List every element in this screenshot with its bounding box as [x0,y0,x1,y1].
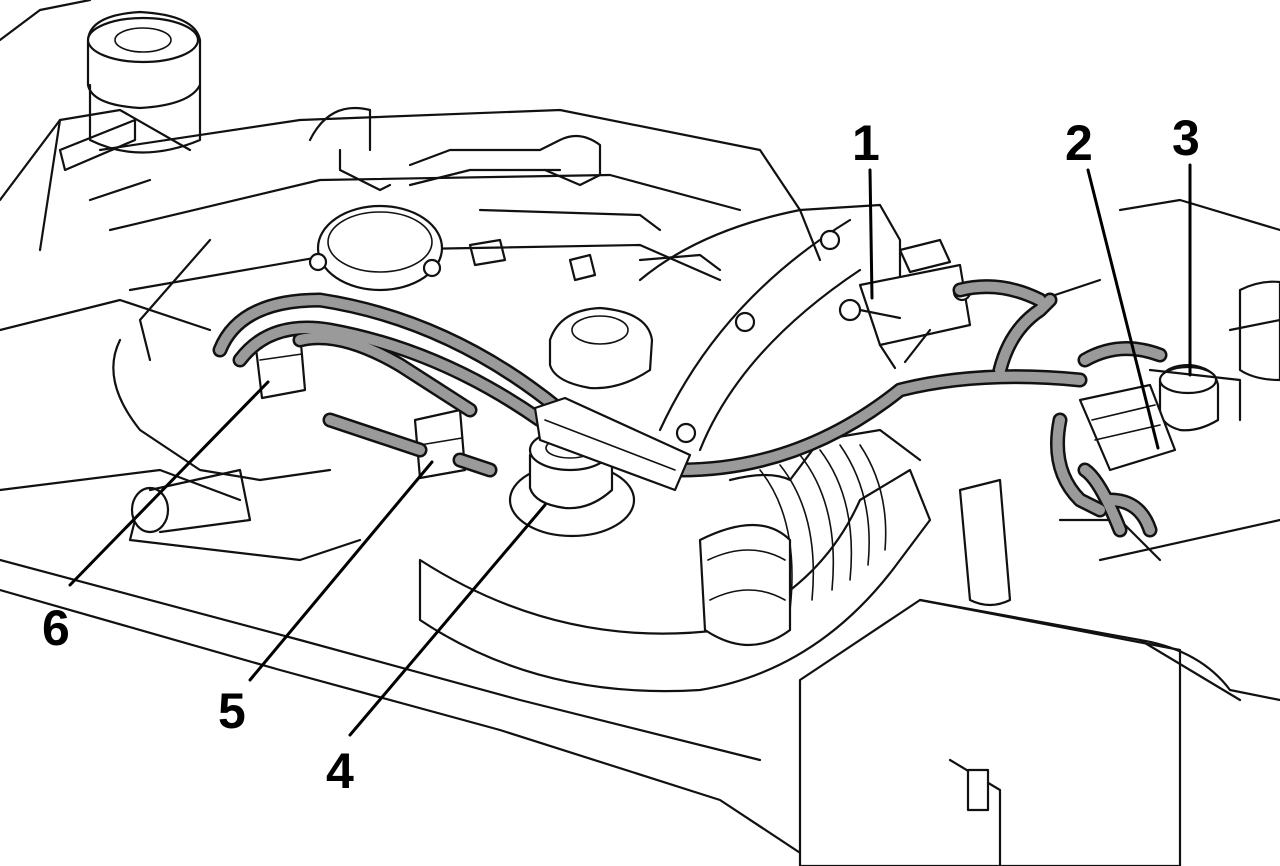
intake-duct [418,428,932,693]
leader-line-2 [1086,168,1160,450]
callout-labels: 1 2 3 4 5 6 [42,110,1200,799]
part-3-body [1148,363,1242,432]
leader-line-6 [68,380,270,587]
callout-4: 4 [326,743,354,799]
callout-6: 6 [42,600,70,656]
leader-lines [68,163,1192,737]
leader-line-5 [248,460,434,682]
callout-2: 2 [1065,115,1093,171]
leader-line-1 [868,168,874,300]
part-2-body [1078,383,1177,472]
callout-3: 3 [1172,110,1200,166]
callout-5: 5 [218,683,246,739]
leader-line-4 [348,503,547,737]
part-5-body [413,408,467,480]
callout-1: 1 [852,115,880,171]
part-1-body [838,238,972,370]
vacuum-hoses [212,279,1168,538]
